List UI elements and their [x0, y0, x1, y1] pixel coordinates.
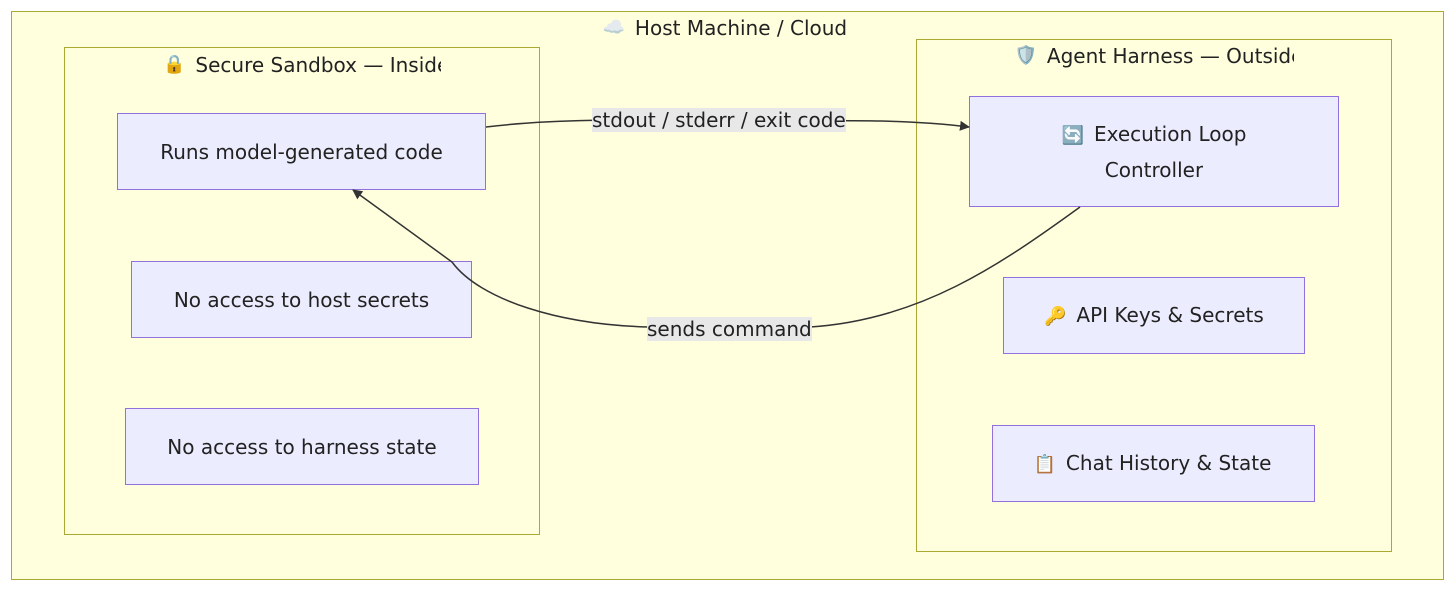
chat-history-label: Chat History & State — [1065, 450, 1272, 475]
shield-icon: 🛡️ — [1014, 45, 1037, 66]
refresh-icon: 🔄 — [1061, 124, 1084, 146]
host-machine-title: Host Machine / Cloud — [634, 16, 848, 40]
no-secrets-node: No access to host secrets — [131, 261, 472, 338]
chat-history-node: 📋 Chat History & State — [992, 425, 1315, 502]
api-keys-row: 🔑 API Keys & Secrets — [1044, 298, 1264, 334]
secure-sandbox-title: Secure Sandbox — Inside — [195, 53, 441, 77]
runs-code-label: Runs model-generated code — [160, 139, 443, 164]
secure-sandbox-title-row: 🔒 Secure Sandbox — Inside — [65, 53, 539, 77]
no-state-label: No access to harness state — [167, 434, 437, 459]
api-keys-node: 🔑 API Keys & Secrets — [1003, 277, 1305, 354]
execution-loop-line1: Execution Loop — [1093, 121, 1247, 146]
clipboard-icon: 📋 — [1033, 453, 1056, 475]
command-edge — [352, 189, 1081, 328]
cloud-icon: ☁️ — [602, 17, 625, 38]
command-edge-label: sends command — [647, 317, 812, 341]
agent-harness-title: Agent Harness — Outside — [1046, 44, 1294, 68]
runs-code-node: Runs model-generated code — [117, 113, 486, 190]
execution-loop-line1-row: 🔄 Execution Loop — [1062, 117, 1247, 153]
api-keys-label: API Keys & Secrets — [1076, 302, 1264, 327]
lock-icon: 🔒 — [163, 54, 186, 75]
no-state-node: No access to harness state — [125, 408, 479, 485]
output-edge-label: stdout / stderr / exit code — [592, 108, 846, 132]
agent-harness-title-row: 🛡️ Agent Harness — Outside — [917, 44, 1391, 68]
key-icon: 🔑 — [1044, 305, 1067, 327]
chat-history-row: 📋 Chat History & State — [1034, 446, 1274, 482]
execution-loop-node: 🔄 Execution Loop Controller — [969, 96, 1339, 207]
execution-loop-line2: Controller — [1104, 157, 1204, 182]
host-machine-title-row: ☁️ Host Machine / Cloud — [12, 16, 1443, 40]
no-secrets-label: No access to host secrets — [173, 287, 430, 312]
